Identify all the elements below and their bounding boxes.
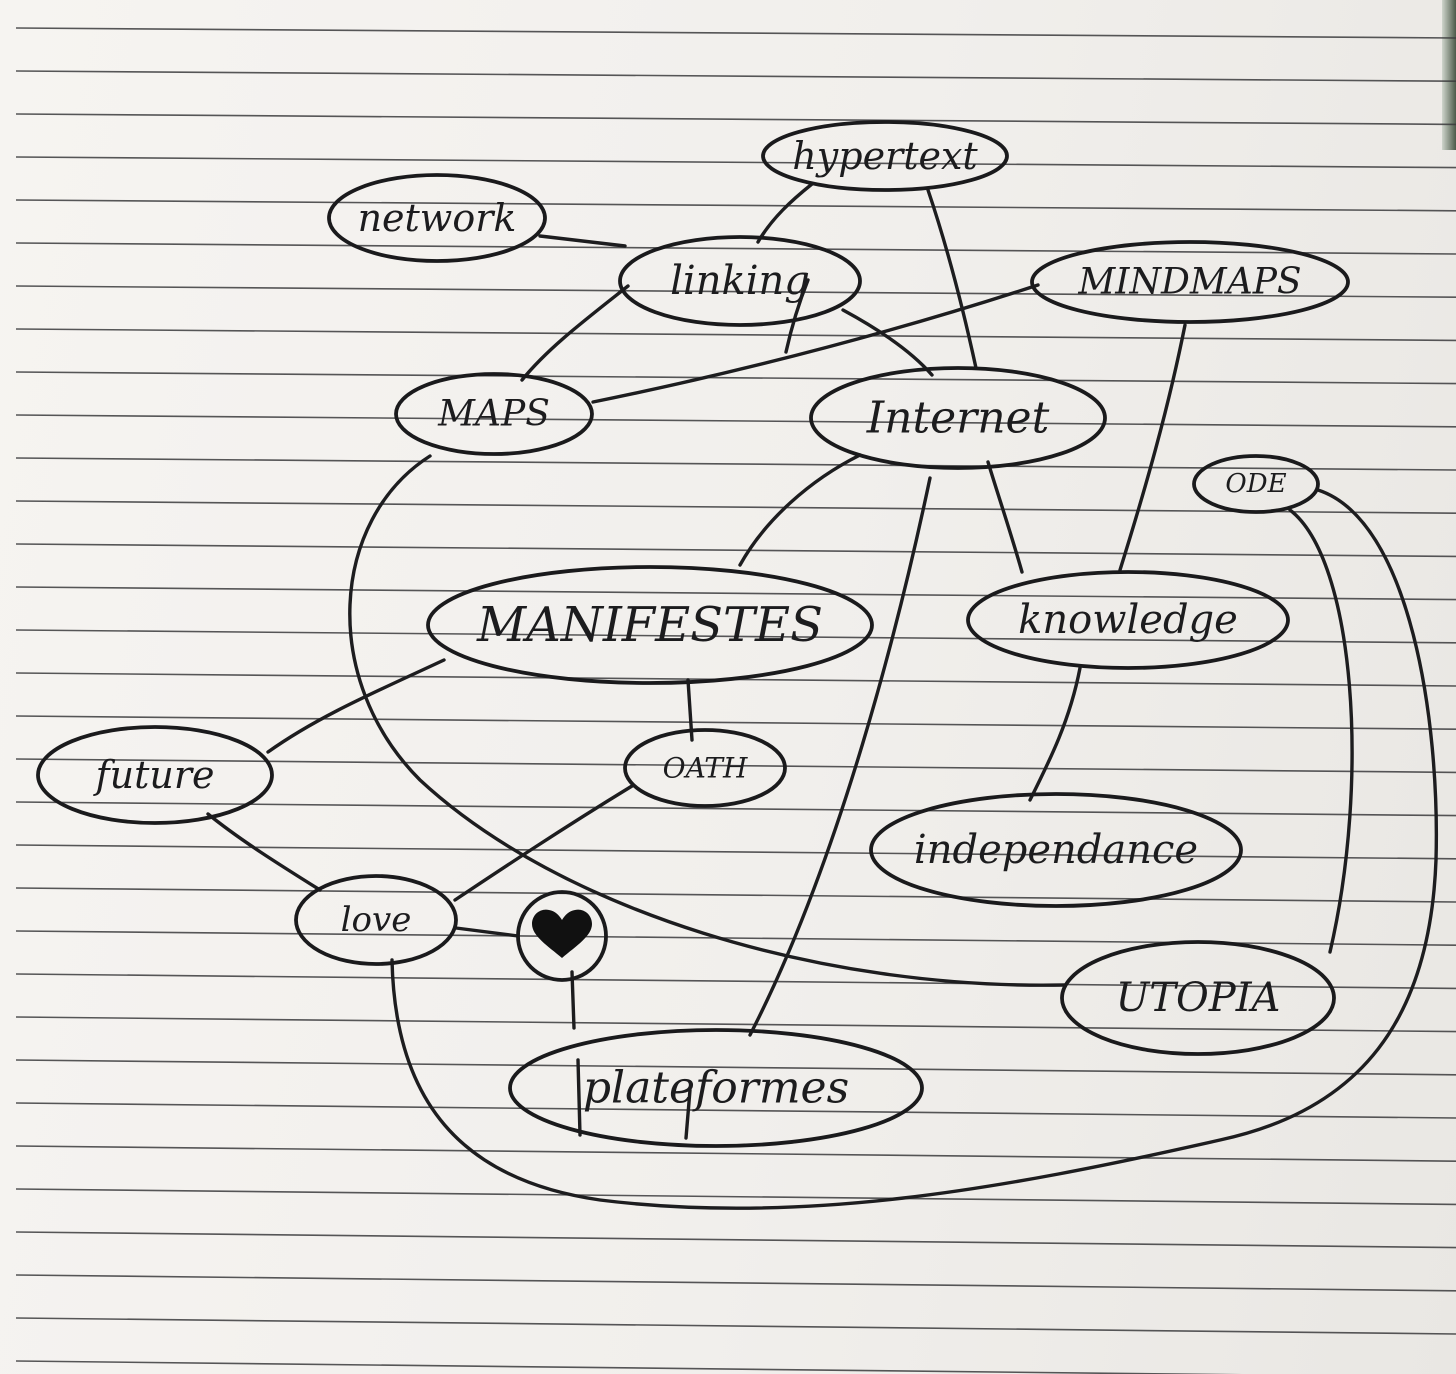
edge-knowledge-independance — [1028, 666, 1082, 802]
edge-maps-utopia — [348, 454, 1067, 987]
ruled-line — [15, 887, 1456, 903]
ruled-line — [15, 1102, 1456, 1119]
node-label-independance: independance — [914, 827, 1198, 873]
edge-plateformes-stroke-2 — [684, 1088, 692, 1140]
ruled-line — [15, 457, 1456, 471]
node-label-mindmaps: MINDMAPS — [1077, 262, 1301, 303]
node-maps: MAPS — [394, 372, 594, 456]
ruled-line — [15, 113, 1456, 126]
node-label-manifestes: MANIFESTES — [476, 597, 823, 653]
node-label-network: network — [358, 196, 517, 240]
ruled-line — [15, 199, 1456, 212]
ruled-line — [15, 801, 1456, 817]
ruled-line — [15, 1274, 1456, 1292]
ruled-line — [15, 973, 1456, 990]
ruled-line — [15, 328, 1456, 342]
ruled-line — [15, 70, 1456, 82]
node-internet: Internet — [809, 366, 1107, 470]
edge-internet-plateformes — [748, 476, 932, 1037]
ruled-line — [15, 1016, 1456, 1033]
edge-heart-plateformes — [570, 970, 576, 1030]
edge-hypertext-internet — [926, 188, 978, 370]
ruled-line — [15, 715, 1456, 730]
node-network: network — [327, 173, 547, 263]
edge-linking-maps — [520, 284, 630, 382]
edge-linking-internet — [841, 308, 934, 377]
node-label-utopia: UTOPIA — [1116, 975, 1281, 1021]
node-utopia: UTOPIA — [1060, 940, 1336, 1056]
node-heart — [516, 890, 608, 982]
node-knowledge: knowledge — [966, 570, 1290, 670]
ruled-line — [15, 414, 1456, 428]
node-linking: linking — [618, 235, 862, 327]
heart-icon — [532, 909, 592, 958]
node-ode: ODE — [1192, 454, 1320, 514]
ruled-line — [15, 543, 1456, 558]
edge-plateformes-stroke-1 — [576, 1058, 582, 1137]
ruled-line — [15, 500, 1456, 514]
edge-internet-knowledge — [986, 460, 1024, 574]
edge-love-heart — [454, 926, 520, 938]
ruled-line — [15, 156, 1456, 169]
ruled-line — [15, 1317, 1456, 1335]
node-manifestes: MANIFESTES — [426, 565, 874, 685]
connections — [206, 182, 1439, 1210]
node-label-hypertext: hypertext — [792, 134, 978, 178]
ruled-line — [15, 1231, 1456, 1249]
ruled-line — [15, 371, 1456, 385]
ruled-line — [15, 758, 1456, 774]
node-label-ode: ODE — [1225, 469, 1286, 499]
ruled-line — [15, 242, 1456, 255]
node-independance: independance — [869, 792, 1243, 908]
node-label-plateformes: plateformes — [583, 1063, 849, 1114]
edge-internet-manifestes — [738, 453, 862, 567]
edge-mindmaps-maps — [591, 283, 1040, 404]
edge-ode-utopia — [1288, 508, 1354, 954]
node-label-future: future — [93, 753, 215, 797]
edge-mindmaps-knowledge — [1118, 323, 1187, 572]
node-label-linking: linking — [670, 258, 810, 304]
ruled-line — [15, 1059, 1456, 1076]
node-plateformes: plateformes — [508, 1028, 924, 1148]
node-mindmaps: MINDMAPS — [1030, 240, 1350, 324]
node-hypertext: hypertext — [761, 120, 1009, 192]
node-love: love — [294, 874, 458, 966]
node-oath: OATH — [623, 728, 787, 808]
ruled-line — [15, 1360, 1243, 1374]
node-label-maps: MAPS — [437, 394, 550, 435]
edge-manifestes-future — [266, 658, 446, 754]
node-future: future — [36, 725, 274, 825]
nodes: hypertext network linking MINDMAPS MAPS … — [36, 120, 1350, 1148]
ruled-line — [15, 1145, 1456, 1162]
edge-hypertext-linking — [756, 182, 814, 244]
node-label-knowledge: knowledge — [1018, 597, 1238, 643]
edge-linking-stroke — [784, 278, 810, 354]
edge-oath-love — [453, 784, 634, 902]
edge-future-love — [206, 812, 322, 892]
ruled-line — [15, 27, 1456, 39]
node-label-internet: Internet — [866, 393, 1050, 444]
edge-network-linking — [538, 234, 627, 248]
edge-ode-love — [390, 488, 1439, 1210]
node-label-oath: OATH — [663, 752, 748, 785]
ruled-lines — [15, 27, 1456, 1374]
node-label-love: love — [341, 900, 412, 940]
ruled-line — [15, 1188, 1456, 1206]
ruled-line — [15, 285, 1456, 298]
ruled-line — [15, 629, 1456, 644]
ruled-line — [15, 586, 1456, 601]
